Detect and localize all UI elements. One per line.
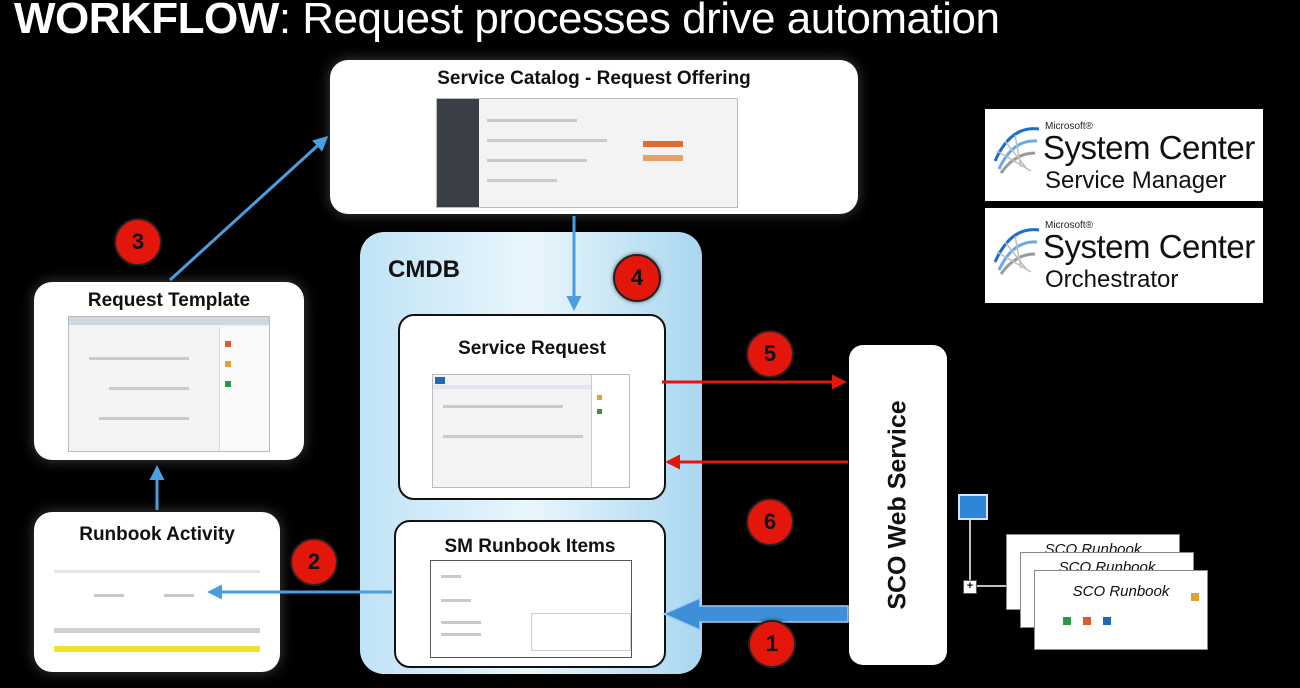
sm-runbook-items-screenshot (430, 560, 632, 658)
step-badge-5: 5 (746, 330, 794, 378)
expand-icon: + (963, 580, 977, 594)
logo-product-text: Orchestrator (1045, 266, 1179, 293)
runbook-card: SCO Runbook (1034, 570, 1208, 650)
title-strong: WORKFLOW (14, 0, 279, 43)
service-catalog-screenshot (436, 98, 738, 208)
step-badge-3: 3 (114, 218, 162, 266)
runbook-activity-icon (1063, 617, 1071, 625)
runbook-activity-screenshot (54, 554, 260, 654)
service-catalog-box: Service Catalog - Request Offering (330, 60, 858, 214)
runbook-activity-label: Runbook Activity (79, 524, 235, 545)
service-request-box: Service Request (398, 314, 666, 500)
slide-title: WORKFLOW: Request processes drive automa… (14, 0, 1000, 44)
logo-microsoft-text: Microsoft® (1045, 220, 1093, 231)
step-badge-2: 2 (290, 538, 338, 586)
runbook-activity-icon (1103, 617, 1111, 625)
logo-product-text: Service Manager (1045, 167, 1227, 194)
system-center-logo-icon (993, 127, 1040, 174)
runbook-activity-icon (1191, 593, 1199, 601)
logo-microsoft-text: Microsoft® (1045, 121, 1093, 132)
arrow-step-3 (168, 135, 329, 282)
sm-runbook-items-label: SM Runbook Items (444, 536, 616, 557)
sco-web-service-box: SCO Web Service (849, 345, 947, 665)
logo-brand-text: System Center (1043, 228, 1255, 265)
step-badge-6: 6 (746, 498, 794, 546)
folder-icon (958, 494, 988, 520)
logo-orchestrator: Microsoft® System Center Orchestrator (985, 208, 1263, 303)
service-request-screenshot (432, 374, 630, 488)
request-template-screenshot (68, 316, 270, 452)
runbook-card-label: SCO Runbook (1072, 583, 1170, 600)
service-request-label: Service Request (458, 338, 606, 359)
title-rest: : Request processes drive automation (278, 0, 1000, 43)
request-template-box: Request Template (34, 282, 304, 460)
runbook-activity-icon (1083, 617, 1091, 625)
system-center-logo-icon (993, 228, 1040, 275)
cmdb-label: CMDB (388, 256, 460, 283)
service-catalog-label: Service Catalog - Request Offering (437, 68, 751, 89)
logo-brand-text: System Center (1043, 129, 1255, 166)
step-badge-1: 1 (748, 620, 796, 668)
arrow-step-1 (662, 596, 849, 632)
step-badge-4: 4 (613, 254, 661, 302)
request-template-label: Request Template (87, 290, 251, 311)
sm-runbook-items-box: SM Runbook Items (394, 520, 666, 668)
logo-service-manager: Microsoft® System Center Service Manager (985, 109, 1263, 201)
